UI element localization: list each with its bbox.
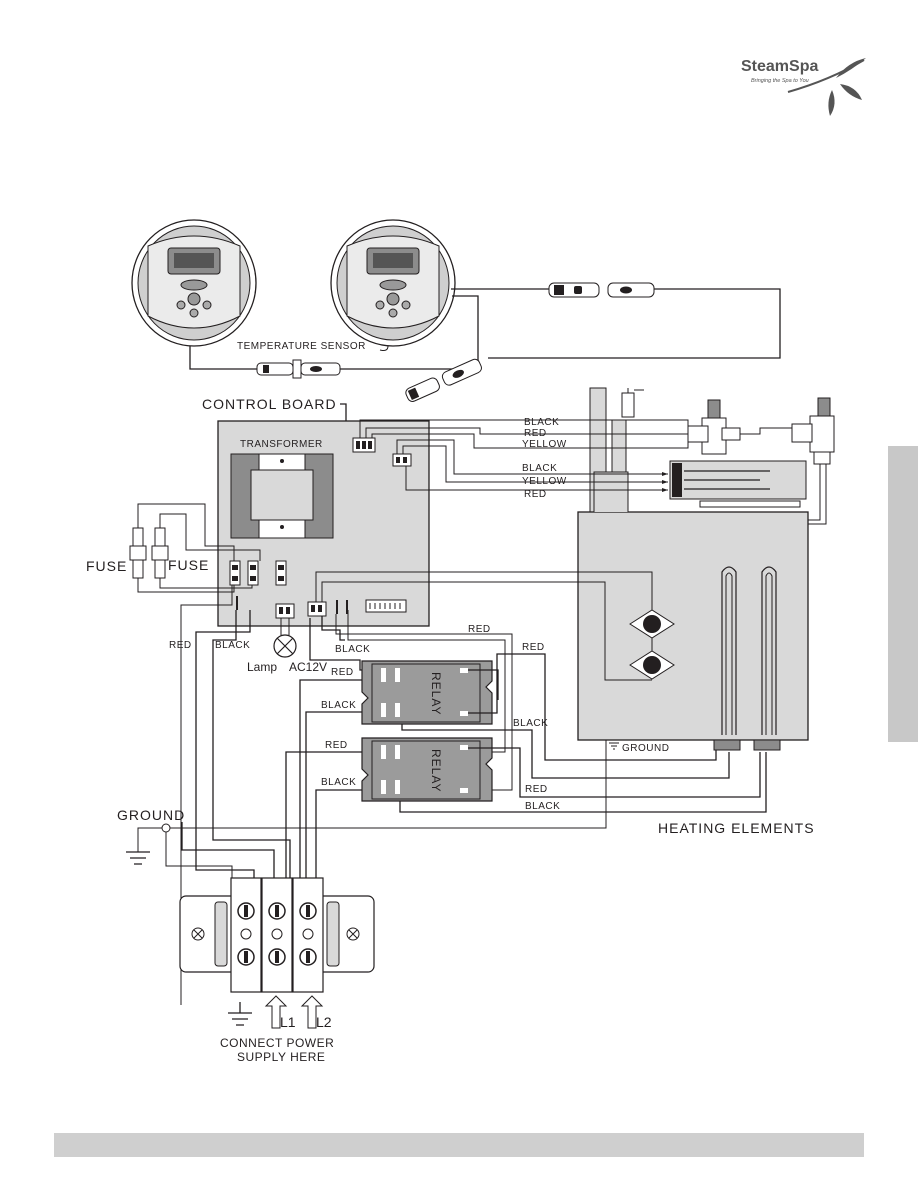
relay1-out-red-label: RED [522,642,545,653]
temperature-sensor-label: TEMPERATURE SENSOR [237,341,366,352]
relay2-out-black-label: BLACK [525,801,560,812]
relay-2: RELAY [361,737,493,802]
side-tab [888,446,918,742]
terminal-l1-label: L1 [280,1014,296,1030]
solenoid-valve-1 [687,399,741,455]
cable-connector-diag [405,358,482,402]
relay2-out-red-label: RED [525,784,548,795]
ground-screw-icon [161,823,171,833]
control-board-label: CONTROL BOARD [202,396,337,412]
terminal-l2-label: L2 [316,1014,332,1030]
l2-arrow-icon [300,995,324,1029]
transformer [230,453,334,539]
connect-line1: CONNECT POWER [220,1036,334,1050]
valve-yellow-label: YELLOW [522,439,567,450]
left-black-label: BLACK [215,640,250,651]
valve-black-label: BLACK [524,417,559,428]
fuse-right [151,527,169,579]
terminal-block [179,877,375,993]
fuse-right-label: FUSE [168,557,209,573]
relay1-out-black-label: BLACK [513,718,548,729]
valve-red-label: RED [524,428,547,439]
relay1-in-black-label: BLACK [321,700,356,711]
relay-1: RELAY [361,660,493,725]
sensor-connector [256,359,341,379]
relay2-in-red-label: RED [325,740,348,751]
probe-red-label: RED [524,489,547,500]
control-pad-2 [330,219,456,347]
ground-label: GROUND [117,807,185,823]
board-black-label: BLACK [335,644,370,655]
control-pad-1 [131,219,257,347]
transformer-label: TRANSFORMER [240,439,323,450]
l1-arrow-icon [264,995,288,1029]
connect-line2: SUPPLY HERE [237,1050,325,1064]
relay-2-label: RELAY [429,749,443,792]
footer-bar [54,1133,864,1157]
logo-tagline: Bringing the Spa to You [751,78,809,84]
relay1-out-red-top-label: RED [468,624,491,635]
left-red-label: RED [169,640,192,651]
steamspa-logo: SteamSpa Bringing the Spa to You [741,58,866,116]
ac12v-label: AC12V [289,660,327,674]
lamp-label: Lamp [247,660,277,674]
fuse-left-label: FUSE [86,558,127,574]
board-fuse-clips [229,560,287,586]
logo-wordmark: SteamSpa [741,58,818,75]
relay-1-label: RELAY [429,672,443,715]
heating-elements-label: HEATING ELEMENTS [658,820,815,836]
probe-yellow-label: YELLOW [522,476,567,487]
solenoid-valve-2 [791,397,835,465]
tank-ground-label: GROUND [622,743,669,754]
cable-connector-top [548,282,655,298]
ground-symbol-icon [126,851,150,865]
steam-tank [577,387,809,751]
probe-black-label: BLACK [522,463,557,474]
relay1-in-red-label: RED [331,667,354,678]
relay2-in-black-label: BLACK [321,777,356,788]
fuse-left [129,527,147,579]
supply-ground-icon [228,1002,252,1026]
